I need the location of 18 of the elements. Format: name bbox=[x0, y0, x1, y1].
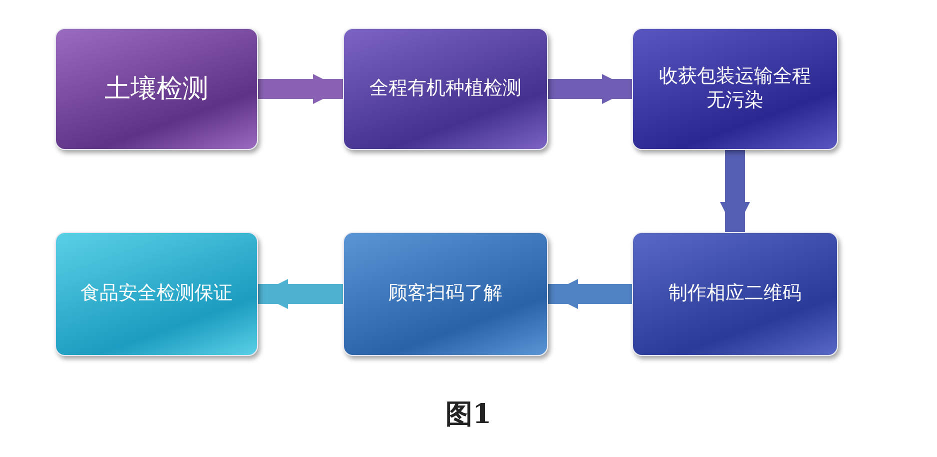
step-text: 土壤检测 bbox=[104, 72, 210, 106]
block-arrow bbox=[720, 150, 750, 232]
process-box bbox=[55, 28, 258, 150]
block-arrow bbox=[258, 74, 343, 104]
process-box bbox=[55, 232, 258, 356]
process-box bbox=[632, 28, 838, 150]
process-box bbox=[343, 232, 548, 356]
step-text: 顾客扫码了解 bbox=[388, 282, 504, 306]
block-arrow bbox=[258, 279, 343, 309]
step-text: 收获包装运输全程无污染 bbox=[658, 65, 812, 113]
block-arrow bbox=[548, 279, 632, 309]
step-text: 全程有机种植检测 bbox=[368, 77, 522, 101]
block-arrow bbox=[548, 74, 632, 104]
step-text: 制作相应二维码 bbox=[668, 282, 802, 306]
process-box bbox=[343, 28, 548, 150]
step-text: 食品安全检测保证 bbox=[80, 282, 234, 306]
figure-caption: 图1 bbox=[446, 399, 492, 430]
process-box bbox=[632, 232, 838, 356]
